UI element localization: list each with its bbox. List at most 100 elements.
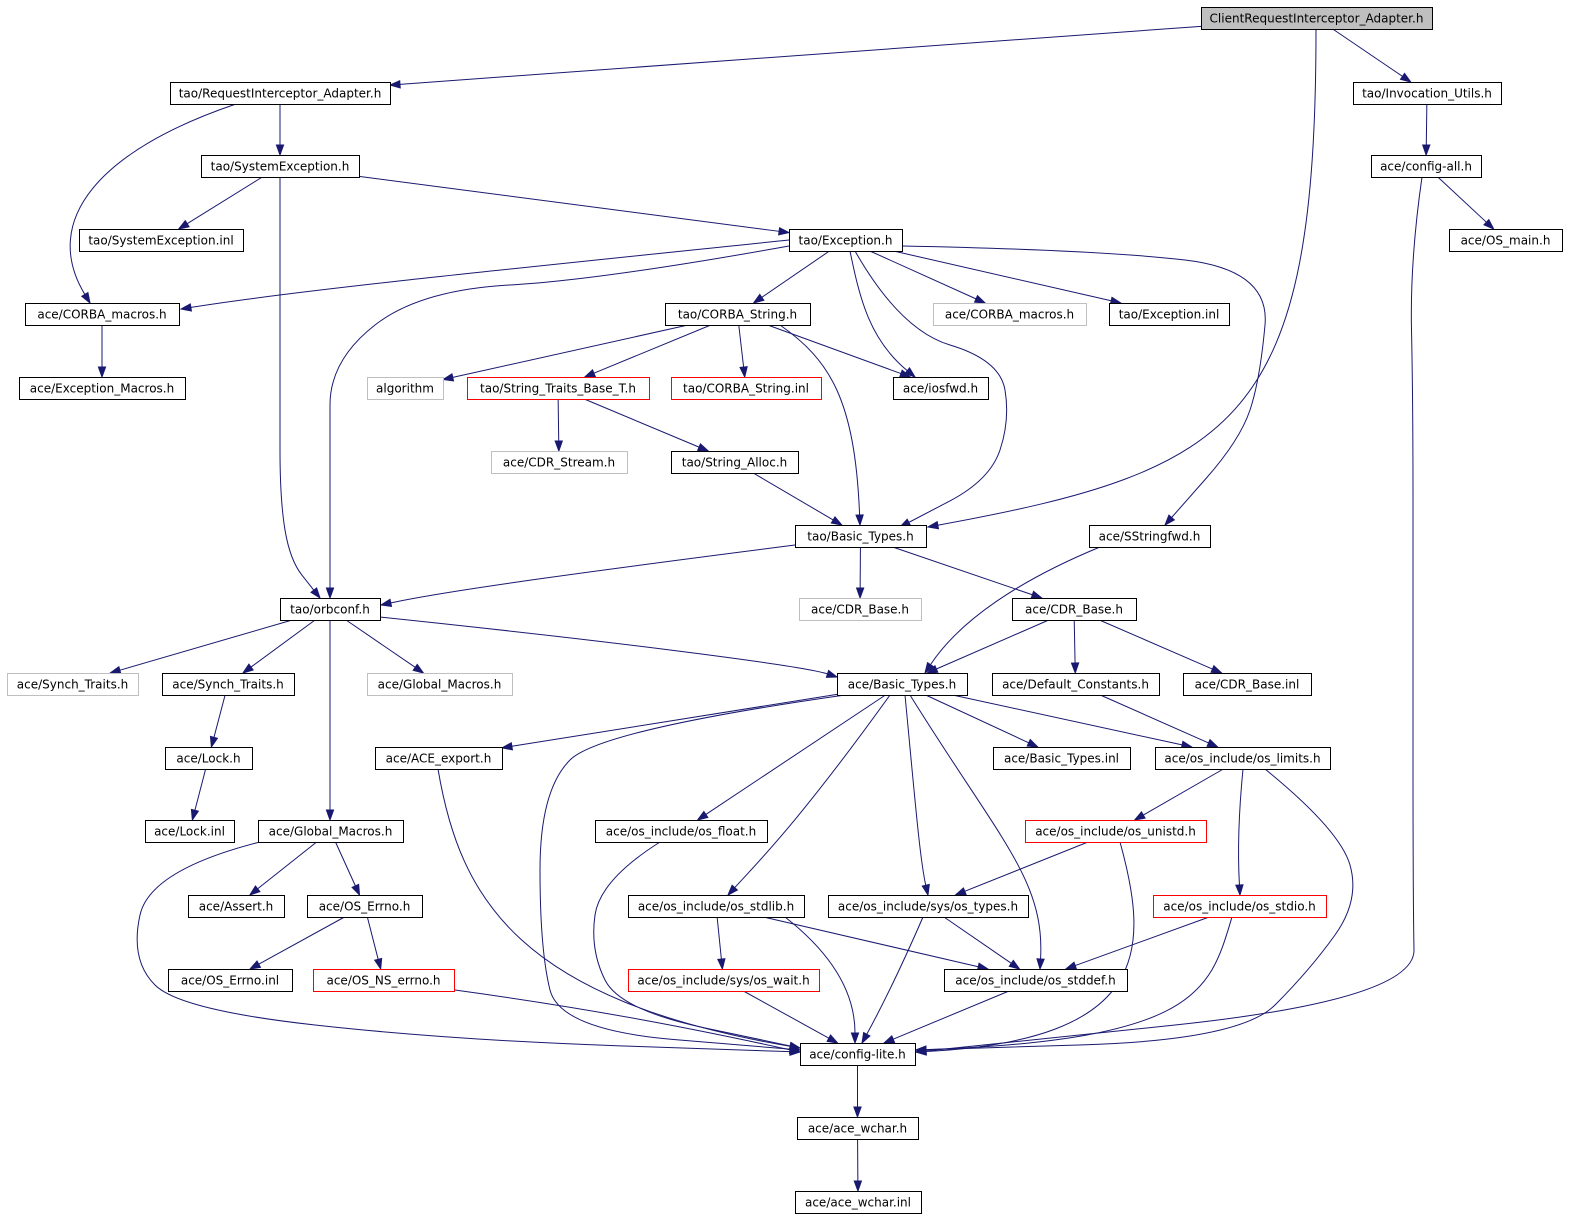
node-tao-corba-str[interactable]: tao/CORBA_String.h xyxy=(665,303,811,326)
node-ace-lock[interactable]: ace/Lock.h xyxy=(165,747,253,770)
node-ace-basic-types[interactable]: ace/Basic_Types.h xyxy=(837,673,968,696)
node-ace-cdr-base-inl[interactable]: ace/CDR_Base.inl xyxy=(1183,673,1312,696)
node-label: ace/os_include/os_stddef.h xyxy=(955,974,1115,988)
node-ace-cfgall[interactable]: ace/config-all.h xyxy=(1371,155,1482,178)
edge-ace_os_errno-to-ace_os_ns_errno xyxy=(366,916,379,960)
node-ace-os-ns-errno[interactable]: ace/OS_NS_errno.h xyxy=(313,969,455,992)
node-label: ace/OS_Errno.inl xyxy=(181,974,279,988)
node-ace-ace-wchar[interactable]: ace/ace_wchar.h xyxy=(797,1117,919,1140)
edge-arrowhead xyxy=(1026,738,1040,748)
node-ace-os-float[interactable]: ace/os_include/os_float.h xyxy=(595,820,768,843)
node-box xyxy=(1371,155,1482,178)
edge-tao_sysexc-to-tao_orbconf xyxy=(279,177,315,591)
node-ace-cdr-base[interactable]: ace/CDR_Base.h xyxy=(1012,598,1137,621)
edge-arrowhead xyxy=(248,885,261,896)
node-tao-sysexc-inl[interactable]: tao/SystemException.inl xyxy=(79,229,244,252)
node-box xyxy=(665,303,811,326)
node-tao-str-alloc[interactable]: tao/String_Alloc.h xyxy=(671,451,799,474)
node-label: ace/CDR_Base.h xyxy=(811,603,909,617)
node-box xyxy=(1449,229,1563,252)
edge-tao_stb-to-ace_cdr_stream xyxy=(557,398,560,442)
node-ace-os-stddef[interactable]: ace/os_include/os_stddef.h xyxy=(944,969,1128,992)
node-ace-sstringfwd[interactable]: ace/SStringfwd.h xyxy=(1089,525,1211,548)
node-root[interactable]: ClientRequestInterceptor_Adapter.h xyxy=(1201,7,1433,30)
node-box xyxy=(797,1117,919,1140)
node-ace-corba-macros2[interactable]: ace/CORBA_macros.h xyxy=(933,303,1087,326)
node-tao-ria[interactable]: tao/RequestInterceptor_Adapter.h xyxy=(170,82,391,105)
node-tao-exc[interactable]: tao/Exception.h xyxy=(789,229,903,252)
node-tao-stb[interactable]: tao/String_Traits_Base_T.h xyxy=(467,377,650,400)
node-tao-inv[interactable]: tao/Invocation_Utils.h xyxy=(1353,82,1502,105)
node-ace-os-errno[interactable]: ace/OS_Errno.h xyxy=(307,895,423,918)
node-ace-os-wait[interactable]: ace/os_include/sys/os_wait.h xyxy=(628,969,820,992)
node-label: ace/ace_wchar.inl xyxy=(805,1196,911,1210)
node-ace-global-macros[interactable]: ace/Global_Macros.h xyxy=(258,820,404,843)
node-label: ace/Default_Constants.h xyxy=(1002,678,1149,692)
node-ace-basic-types-inl[interactable]: ace/Basic_Types.inl xyxy=(993,747,1131,770)
edge-tao_exc-to-ace_corba_macros xyxy=(190,239,790,308)
node-ace-os-limits[interactable]: ace/os_include/os_limits.h xyxy=(1155,747,1331,770)
node-label: ace/Basic_Types.h xyxy=(848,678,956,692)
node-label: ace/CDR_Stream.h xyxy=(503,456,615,470)
edge-arrowhead xyxy=(853,1180,863,1193)
edge-arrowhead xyxy=(97,366,107,379)
edge-arrowhead xyxy=(1030,590,1044,599)
node-ace-lock-inl[interactable]: ace/Lock.inl xyxy=(145,820,235,843)
node-ace-assert[interactable]: ace/Assert.h xyxy=(188,895,285,918)
node-tao-basic-types[interactable]: tao/Basic_Types.h xyxy=(795,525,927,548)
node-ace-cdr-stream[interactable]: ace/CDR_Stream.h xyxy=(491,451,628,474)
node-ace-cdr-base-m[interactable]: ace/CDR_Base.h xyxy=(799,598,922,621)
node-ace-os-stdlib[interactable]: ace/os_include/os_stdlib.h xyxy=(628,895,805,918)
edge-arrowhead xyxy=(1133,811,1146,821)
node-ace-ace-export[interactable]: ace/ACE_export.h xyxy=(375,747,503,770)
node-ace-corba-macros[interactable]: ace/CORBA_macros.h xyxy=(25,303,180,326)
node-tao-corba-str-inl[interactable]: tao/CORBA_String.inl xyxy=(671,377,822,400)
edge-tao_sysexc-to-tao_sysexc_inl xyxy=(186,176,263,225)
node-box xyxy=(375,747,503,770)
edge-tao_exc-to-tao_basic_types xyxy=(854,250,1008,523)
edge-ace_os_unistd-to-ace_config_lite xyxy=(925,841,1135,1052)
edge-tao_exc-to-tao_corba_str xyxy=(761,250,830,298)
node-tao-orbconf[interactable]: tao/orbconf.h xyxy=(280,598,381,621)
edge-ace_default_consts-to-ace_os_limits xyxy=(1100,694,1209,744)
node-label: ace/os_include/os_unistd.h xyxy=(1035,825,1196,839)
edge-arrowhead xyxy=(275,144,285,157)
node-label: ace/Lock.h xyxy=(176,752,240,766)
edge-ace_os_types-to-ace_os_stddef xyxy=(943,916,1012,964)
node-box xyxy=(800,1043,916,1066)
node-box xyxy=(628,895,805,918)
node-ace-synch-traits[interactable]: ace/Synch_Traits.h xyxy=(162,673,295,696)
node-box xyxy=(188,895,285,918)
edge-ace_global_macros-to-ace_config_lite xyxy=(136,841,791,1053)
node-ace-os-stdio[interactable]: ace/os_include/os_stdio.h xyxy=(1153,895,1327,918)
node-ace-default-consts[interactable]: ace/Default_Constants.h xyxy=(992,673,1160,696)
edge-tao_sysexc-to-tao_exc xyxy=(358,175,780,232)
node-ace-os-types[interactable]: ace/os_include/sys/os_types.h xyxy=(828,895,1029,918)
node-box xyxy=(307,895,423,918)
node-ace-ace-wchar-inl[interactable]: ace/ace_wchar.inl xyxy=(795,1191,922,1214)
edge-tao_exc-to-tao_orbconf xyxy=(329,245,790,588)
node-ace-iosfwd[interactable]: ace/iosfwd.h xyxy=(893,377,989,400)
edge-ace_cfgall-to-ace_config_lite xyxy=(925,176,1423,1052)
edge-ace_os_errno-to-ace_os_errno_inl xyxy=(258,916,345,965)
node-ace-os-errno-inl[interactable]: ace/OS_Errno.inl xyxy=(168,969,293,992)
node-tao-sysexc[interactable]: tao/SystemException.h xyxy=(201,155,360,178)
edge-tao_corba_str-to-tao_basic_types xyxy=(779,324,861,516)
node-box xyxy=(992,673,1160,696)
node-ace-synch-traits-m[interactable]: ace/Synch_Traits.h xyxy=(7,673,139,696)
node-ace-config-lite[interactable]: ace/config-lite.h xyxy=(800,1043,916,1066)
edge-arrowhead xyxy=(752,293,765,304)
node-label: ace/OS_Errno.h xyxy=(319,900,411,914)
node-box xyxy=(628,969,820,992)
node-ace-os-unistd[interactable]: ace/os_include/os_unistd.h xyxy=(1025,820,1207,843)
node-box xyxy=(313,969,455,992)
edge-arrowhead xyxy=(500,741,514,751)
node-ace-global-macros-m[interactable]: ace/Global_Macros.h xyxy=(367,673,513,696)
edge-arrowhead xyxy=(926,520,940,530)
node-ace-osmain[interactable]: ace/OS_main.h xyxy=(1449,229,1563,252)
node-box xyxy=(7,673,139,696)
node-ace-exc-macros[interactable]: ace/Exception_Macros.h xyxy=(19,377,186,400)
node-algorithm[interactable]: algorithm xyxy=(367,377,444,400)
node-tao-exc-inl[interactable]: tao/Exception.inl xyxy=(1109,303,1230,326)
node-label: tao/Invocation_Utils.h xyxy=(1362,87,1492,101)
